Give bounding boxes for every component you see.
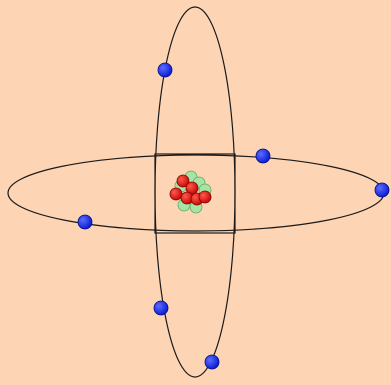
red-dot-icon [198, 190, 212, 204]
blue-dot-icon [255, 148, 271, 164]
blue-dot-icon [157, 62, 173, 78]
nucleus-box [154, 153, 236, 234]
red-dot-icon [176, 174, 190, 188]
red-dot-icon [169, 187, 183, 201]
blue-dot-icon [153, 300, 169, 316]
red-dot-icon [185, 181, 199, 195]
blue-dot-icon [204, 354, 220, 370]
electrons [77, 62, 390, 370]
blue-dot-icon [374, 182, 390, 198]
blue-dot-icon [77, 214, 93, 230]
nucleus [169, 170, 212, 214]
